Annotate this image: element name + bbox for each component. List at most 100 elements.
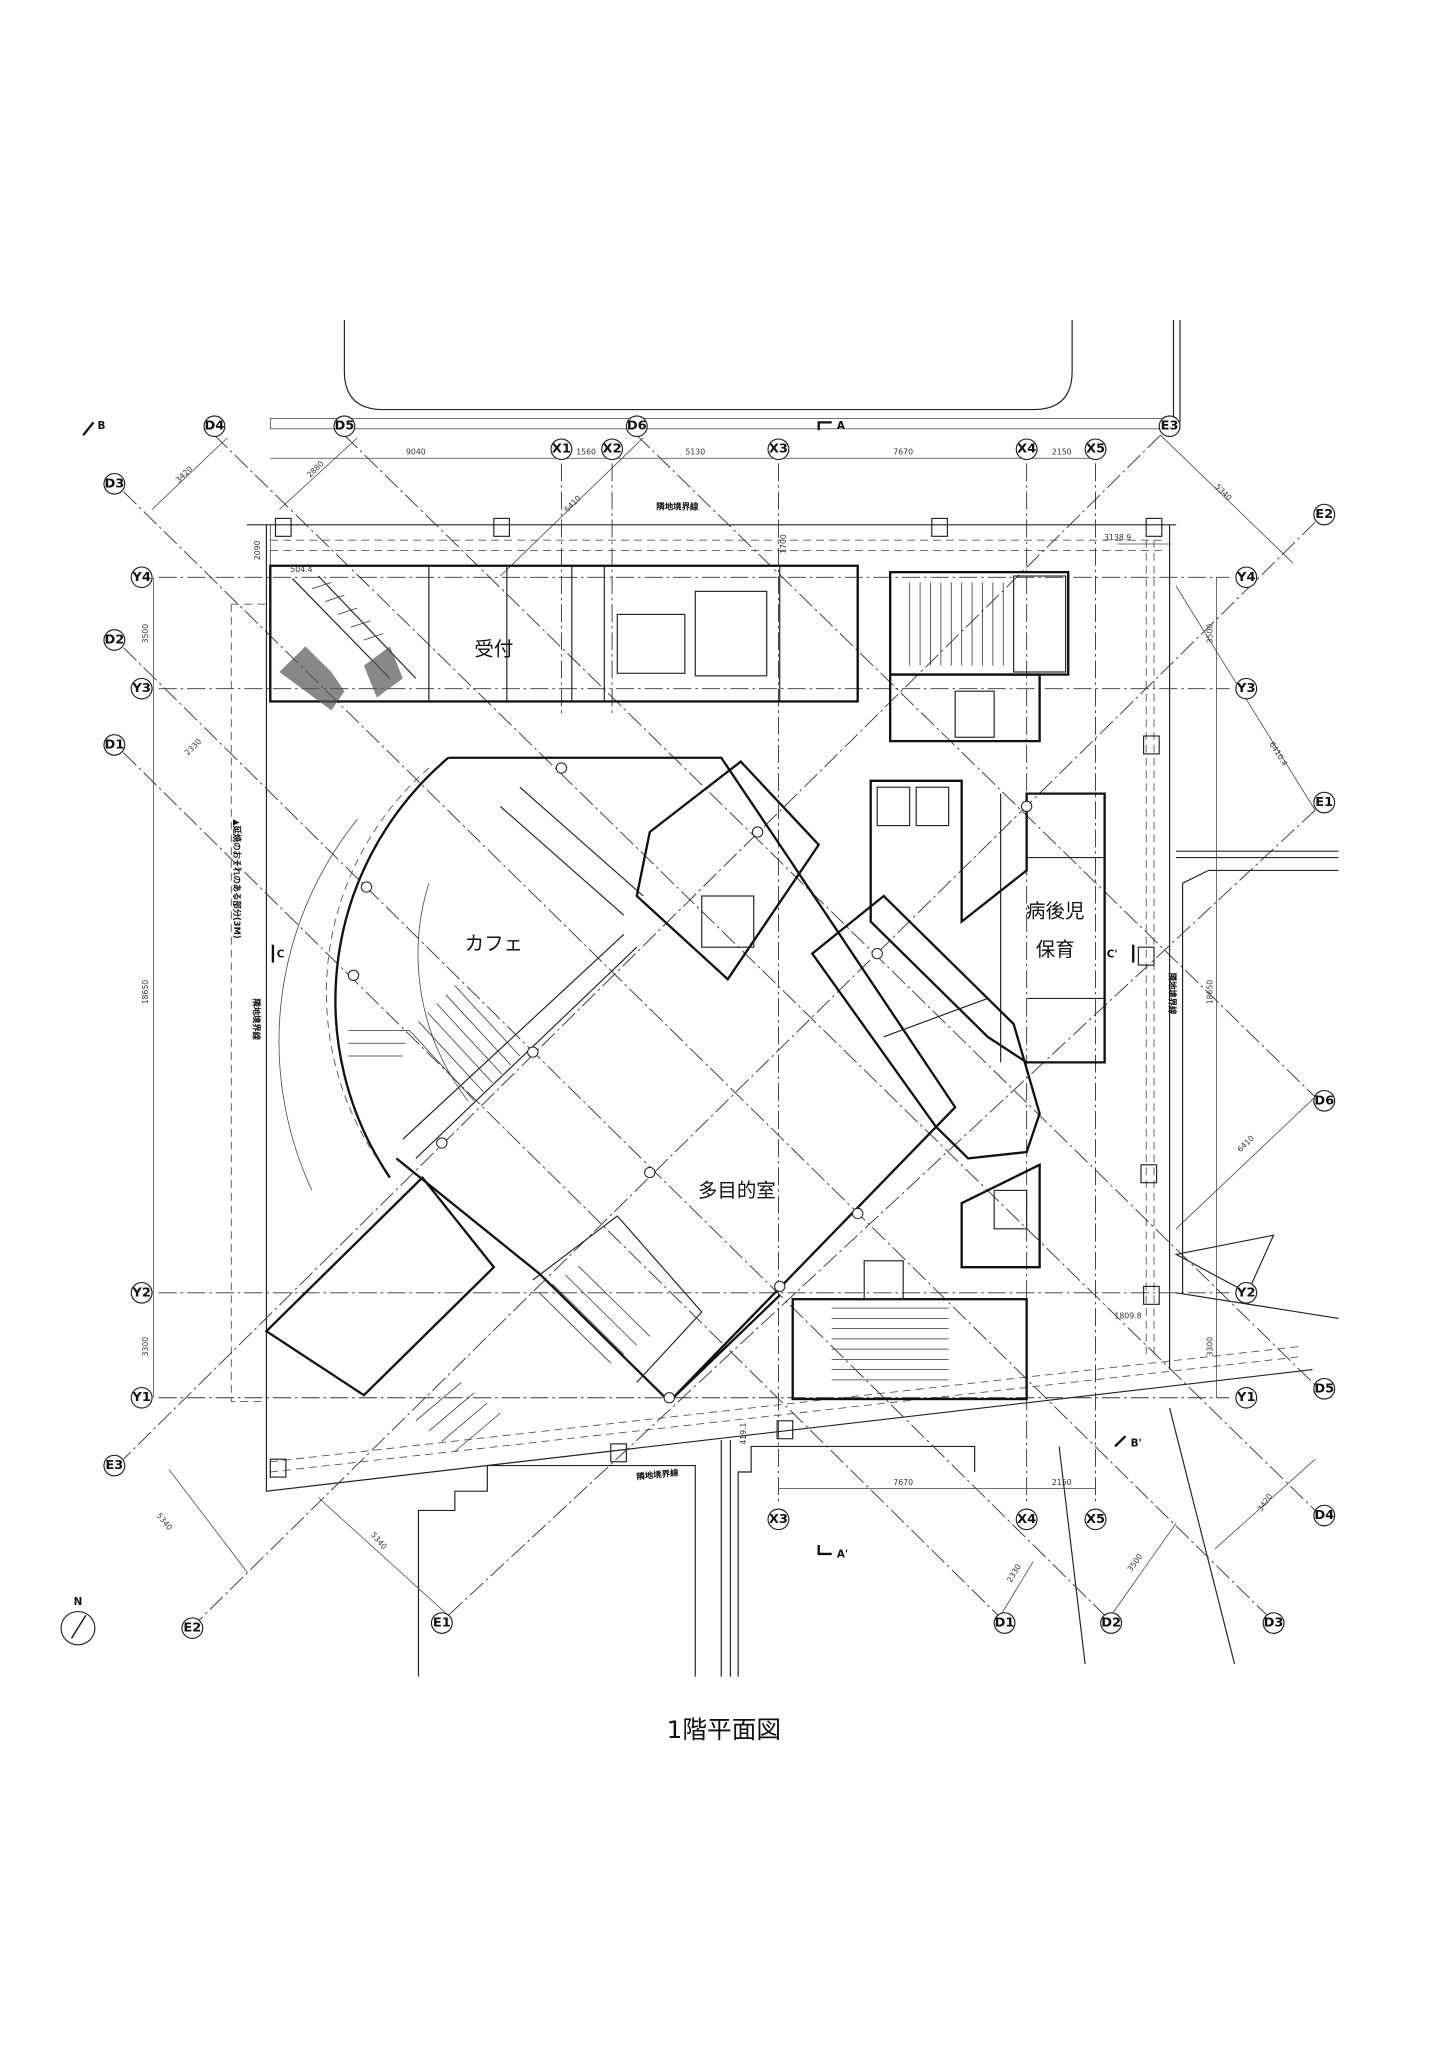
- grid-bubble-x5: X5: [1084, 438, 1107, 461]
- grid-bubble-y4-right: Y4: [1235, 566, 1258, 589]
- grid-bubble-x1: X1: [550, 438, 573, 461]
- room-cafe-label: カフェ: [465, 932, 523, 955]
- dim-top-1: 9040: [406, 447, 426, 456]
- dim-e2-e1: 6410.4: [1267, 740, 1289, 768]
- dim-d1-d2-bottom: 2330: [1005, 1562, 1023, 1583]
- svg-text:E3: E3: [1161, 419, 1179, 434]
- grid-bubble-e2-bottom: E2: [181, 1617, 204, 1639]
- dim-d2-d3-bottom: 3500: [1126, 1552, 1145, 1573]
- svg-text:E2: E2: [183, 1621, 201, 1636]
- grid-bubble-d4: D4: [203, 415, 226, 438]
- dim-top-3: 5130: [685, 447, 705, 456]
- dim-bottom-1: 7670: [893, 1478, 913, 1487]
- svg-text:X4: X4: [1017, 1512, 1036, 1527]
- svg-text:Y1: Y1: [131, 1390, 150, 1405]
- section-markers: A A' B B' C C' N: [60, 420, 1142, 1646]
- section-c-label: C: [277, 949, 285, 961]
- room-labels: 受付 カフェ 病後児 保育 多目的室: [465, 637, 1085, 1201]
- building: [264, 564, 1106, 1452]
- svg-text:E1: E1: [433, 1616, 451, 1631]
- grid-bubble-d4-right: D4: [1313, 1504, 1336, 1527]
- room-reception-label: 受付: [474, 637, 513, 660]
- boundary-label-right: 隣地境界線: [1168, 973, 1178, 1015]
- grid-bubble-d6: D6: [625, 415, 648, 438]
- svg-text:X3: X3: [769, 1512, 788, 1527]
- dim-offset-right: 3138.9: [1104, 533, 1131, 542]
- grid-bubble-e3-left: E3: [103, 1454, 126, 1477]
- grid-bubble-d2: D2: [103, 629, 126, 651]
- annotations: 隣地境界線 隣地境界線 隣地境界線 隣地境界線 ▲延焼のおそれのある部分(3M): [232, 502, 1178, 1482]
- svg-text:X3: X3: [769, 442, 788, 457]
- north-label: N: [74, 1596, 83, 1608]
- grid-bubble-e1: E1: [1313, 791, 1336, 814]
- grid-lines: [123, 434, 1316, 1621]
- grid-bubble-y2: Y2: [130, 1281, 153, 1304]
- grid-bubble-x5-bottom: X5: [1084, 1508, 1107, 1531]
- north-arrow-icon: [60, 1610, 96, 1646]
- grid-bubble-x4: X4: [1015, 438, 1038, 461]
- dim-y2-y1-right: 3300: [1205, 1337, 1214, 1357]
- dim-top-5: 2150: [1052, 447, 1072, 456]
- room-sick-child-care-label-1: 病後児: [1026, 900, 1084, 923]
- svg-text:D4: D4: [1314, 1508, 1334, 1523]
- svg-text:E1: E1: [1315, 795, 1333, 810]
- grid-bubble-y1: Y1: [130, 1386, 153, 1409]
- svg-text:Y3: Y3: [1236, 681, 1255, 696]
- fire-spread-label: ▲延焼のおそれのある部分(3M): [232, 819, 242, 939]
- section-b-prime-label: B': [1131, 1437, 1142, 1449]
- dim-top-4: 7670: [893, 447, 913, 456]
- dim-e3-e2: 5340: [1213, 482, 1233, 502]
- grid-bubble-y3: Y3: [130, 677, 153, 700]
- svg-text:E2: E2: [1315, 507, 1333, 522]
- grid-bubble-y2-right: Y2: [1235, 1281, 1258, 1304]
- grid-bubble-y4: Y4: [130, 566, 153, 589]
- section-b-label: B: [97, 420, 105, 432]
- grid-bubble-d6-right: D6: [1313, 1089, 1336, 1112]
- svg-text:D1: D1: [104, 738, 124, 753]
- svg-text:D2: D2: [104, 633, 124, 648]
- section-c-prime-label: C': [1107, 949, 1118, 961]
- grid-bubble-e2: E2: [1313, 503, 1336, 526]
- svg-text:Y4: Y4: [131, 570, 150, 585]
- dim-offset-col: 1700: [779, 534, 788, 554]
- dim-y2-y1: 3300: [141, 1337, 150, 1357]
- dim-d3-d4: 3420: [174, 464, 194, 484]
- section-a-label: A: [837, 420, 845, 432]
- svg-text:Y2: Y2: [1236, 1285, 1255, 1300]
- svg-text:Y4: Y4: [1236, 570, 1255, 585]
- dim-offset-top: 2090: [253, 541, 262, 561]
- grid-bubble-d3: D3: [103, 473, 126, 495]
- dim-d5-d6: 6410: [562, 494, 582, 514]
- svg-text:E3: E3: [105, 1458, 123, 1473]
- svg-text:X5: X5: [1086, 442, 1105, 457]
- svg-text:Y1: Y1: [1236, 1390, 1255, 1405]
- grid-bubble-e1-bottom: E1: [430, 1612, 453, 1634]
- grid-bubble-d1: D1: [103, 734, 126, 756]
- boundary-label-bottom: 隣地境界線: [636, 1467, 680, 1481]
- svg-text:D6: D6: [1314, 1093, 1334, 1108]
- dim-top-2: 1560: [576, 447, 596, 456]
- boundary-label-top: 隣地境界線: [656, 502, 699, 512]
- svg-text:D2: D2: [1101, 1616, 1121, 1631]
- dim-e3-e2-bottom: 5340: [155, 1511, 175, 1532]
- svg-text:D4: D4: [205, 419, 225, 434]
- svg-text:D3: D3: [104, 476, 124, 491]
- dim-y3-y2-right: 18650: [1205, 980, 1214, 1004]
- grid-bubble-x3: X3: [767, 438, 790, 461]
- svg-text:D5: D5: [334, 419, 354, 434]
- grid-bubbles: X1 X2 X3 X4 X5 X3 X4 X5 Y4 Y3 Y2 Y1 Y4 Y…: [103, 415, 1336, 1639]
- grid-bubble-x2: X2: [601, 438, 624, 461]
- grid-bubble-x3-bottom: X3: [767, 1508, 790, 1531]
- dim-d3-d4-bottom: 3420: [1256, 1492, 1275, 1513]
- grid-bubble-d3-bottom: D3: [1262, 1612, 1285, 1634]
- grid-bubble-d5-right: D5: [1313, 1377, 1336, 1400]
- dim-y4-y3: 3500: [141, 624, 150, 644]
- dim-e1-d6: 6410: [1236, 1134, 1256, 1154]
- svg-text:X5: X5: [1086, 1512, 1105, 1527]
- room-sick-child-care-label-2: 保育: [1036, 938, 1075, 961]
- dim-y4-y3-right: 3500: [1205, 624, 1214, 644]
- dim-bottom-small: 419.1: [739, 1423, 748, 1445]
- room-multipurpose-label: 多目的室: [698, 1179, 776, 1202]
- dim-d2-d1: 2330: [183, 737, 203, 757]
